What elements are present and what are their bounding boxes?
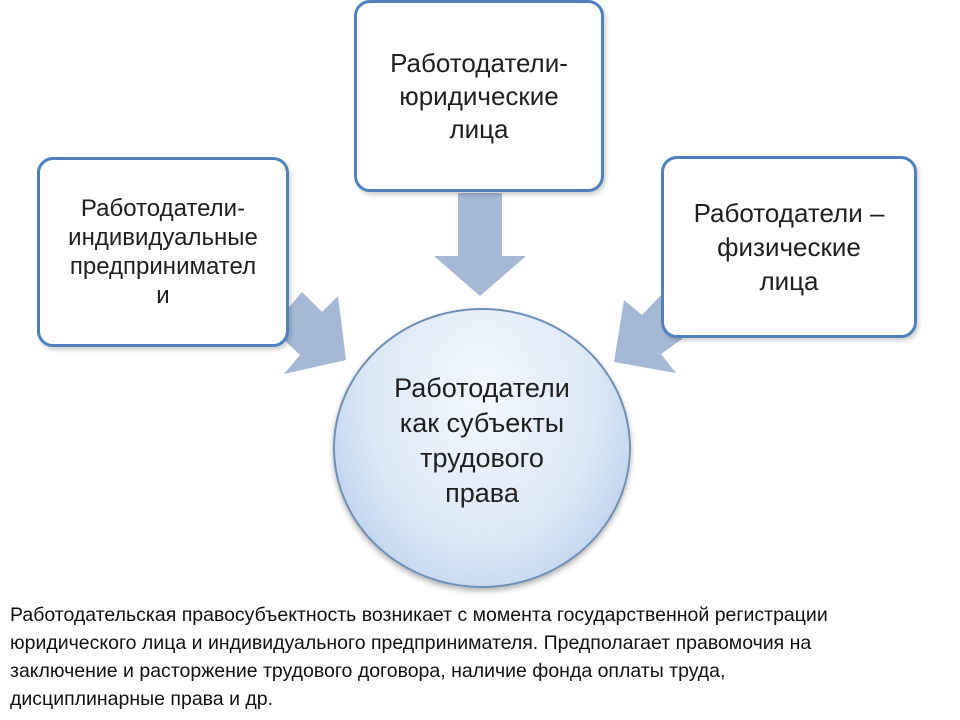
- node-individual-entrepreneurs: Работодатели- индивидуальные предпринима…: [37, 157, 289, 347]
- node-legal-entities-label: Работодатели- юридические лица: [390, 47, 568, 144]
- node-natural-persons: Работодатели – физические лица: [661, 156, 917, 338]
- node-center-employers: Работодатели как субъекты трудового прав…: [333, 308, 631, 588]
- node-natural-persons-label: Работодатели – физические лица: [693, 198, 885, 296]
- arrow-down: [434, 193, 526, 296]
- arrow-left-to-center: [282, 292, 346, 374]
- node-legal-entities: Работодатели- юридические лица: [354, 0, 604, 192]
- node-individual-entrepreneurs-label: Работодатели- индивидуальные предпринима…: [68, 195, 258, 309]
- caption-text: Работодательская правосубъектность возни…: [10, 604, 828, 710]
- node-center-employers-label: Работодатели как субъекты трудового прав…: [394, 373, 570, 508]
